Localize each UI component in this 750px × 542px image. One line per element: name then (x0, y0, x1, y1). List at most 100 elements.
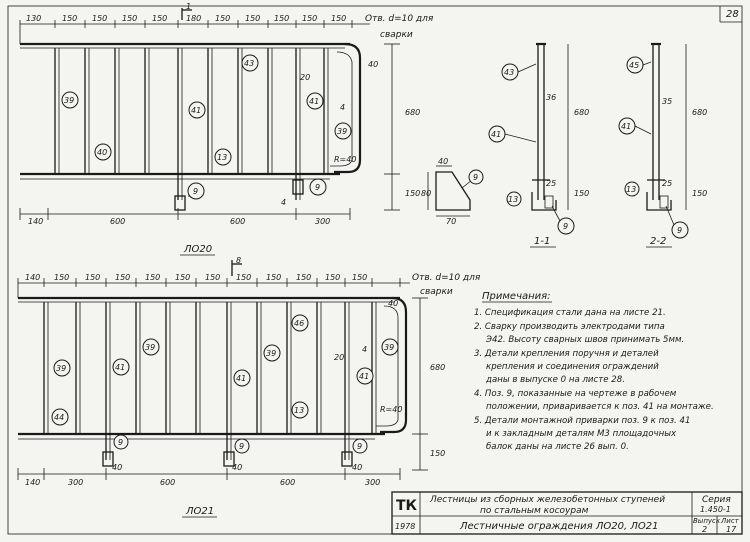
svg-text:46: 46 (294, 319, 304, 328)
title-block-org: ТК (396, 498, 418, 514)
note-line-0: 1. Спецификация стали дана на листе 21. (474, 308, 666, 318)
svg-text:39: 39 (266, 349, 276, 358)
svg-text:9: 9 (563, 222, 568, 231)
svg-text:41: 41 (491, 130, 501, 139)
svg-text:41: 41 (621, 122, 631, 131)
lo20-hole-note2: сварки (380, 30, 413, 40)
title-block-project-2: по стальным косоурам (480, 506, 589, 516)
note-line-6: 4. Поз. 9, показанные на чертеже в рабоч… (474, 389, 677, 399)
lo20-dim-9: 150 (302, 14, 317, 23)
lo21-mark-39c: 39 (263, 344, 281, 362)
s22-dim-35: 35 (662, 97, 672, 106)
s22-dim-680: 680 (692, 108, 707, 117)
svg-text:9: 9 (193, 187, 198, 196)
lo20-mark-40: 40 (94, 143, 112, 161)
lo21-plate-9b (223, 451, 235, 467)
lo20-mark-13: 13 (214, 148, 232, 166)
lo21-balusters (43, 302, 377, 460)
lo20-mark-9b: 9 (309, 178, 327, 196)
lo21-height-680: 680 (430, 363, 445, 372)
s11-mark-41: 41 (488, 125, 506, 143)
notes-heading: Примечания: (482, 291, 551, 302)
lo21-plate-9a (102, 451, 114, 467)
note-line-3: 3. Детали крепления поручня и деталей (474, 349, 659, 359)
lo21-plate-9c (341, 451, 353, 467)
s11-mark-43: 43 (501, 63, 519, 81)
detail-9-plate (435, 171, 471, 211)
lo20-mark-41b: 41 (306, 92, 324, 110)
title-block-project-1: Лестницы из сборных железобетонных ступе… (429, 495, 665, 505)
lo21-mark-9c: 9 (352, 438, 368, 454)
svg-text:45: 45 (629, 61, 639, 70)
svg-text:43: 43 (244, 59, 254, 68)
svg-text:13: 13 (294, 406, 304, 415)
detail-9-mark: 9 (468, 169, 484, 185)
railing-lo21: 140 150 150 150 150 150 150 150 150 150 … (17, 256, 481, 518)
lo21-bottom-dim-4: 300 (365, 478, 380, 487)
lo21-height-150: 150 (430, 449, 445, 458)
note-line-10: балок даны на листе 26 вып. 0. (486, 442, 629, 452)
lo21-mark-39b: 39 (142, 338, 160, 356)
svg-text:39: 39 (56, 364, 66, 373)
lo20-dim-3: 150 (122, 14, 137, 23)
note-line-7: положении, приваривается к поз. 41 на мо… (486, 402, 714, 412)
lo20-dim-1: 150 (62, 14, 77, 23)
lo20-dim-2: 150 (92, 14, 107, 23)
svg-text:9: 9 (118, 438, 123, 447)
svg-text:13: 13 (626, 185, 636, 194)
detail-9-dim-70: 70 (446, 217, 456, 226)
lo21-dim-2: 150 (85, 273, 100, 282)
lo20-dim-7: 150 (245, 14, 260, 23)
s11-dim-25: 25 (546, 179, 556, 188)
detail-9-dim-80: 80 (421, 189, 431, 198)
svg-text:9: 9 (473, 173, 478, 182)
svg-text:9: 9 (315, 183, 320, 192)
title-block-issue-value: 2 (702, 525, 707, 534)
lo20-small-dim-4b: 4 (281, 198, 286, 207)
lo21-small-dim-40c: 40 (352, 463, 362, 472)
lo21-dim-6: 150 (205, 273, 220, 282)
sheet-frame (7, 5, 743, 535)
lo21-top-ticks (17, 278, 401, 298)
svg-text:44: 44 (54, 413, 64, 422)
lo21-bottom-dim-3: 600 (280, 478, 295, 487)
lo20-balusters (54, 48, 329, 200)
lo21-small-dim-40: 40 (388, 299, 398, 308)
lo20-plate-9b (292, 179, 304, 195)
lo20-hole-note: Отв. d=10 для (365, 14, 434, 24)
sheet-number: 28 (726, 9, 739, 20)
lo21-section-8-label: 8 (236, 256, 241, 265)
svg-text:39: 39 (145, 343, 155, 352)
lo20-mark-41: 41 (188, 101, 206, 119)
lo20-bottom-dim-2: 600 (230, 217, 245, 226)
lo20-bottom-dim-0: 140 (28, 217, 43, 226)
s11-mark-13: 13 (506, 191, 522, 207)
s22-title: 2-2 (650, 236, 666, 247)
lo21-dim-7: 150 (236, 273, 251, 282)
svg-text:13: 13 (217, 153, 227, 162)
lo21-small-dim-40a: 40 (112, 463, 122, 472)
detail-9-dim-40: 40 (438, 157, 448, 166)
railing-lo20: 130 150 150 150 150 180 150 150 150 150 … (19, 2, 434, 256)
s22-dim-25: 25 (662, 179, 672, 188)
s11-dim-36: 36 (546, 93, 556, 102)
lo20-dim-8: 150 (274, 14, 289, 23)
lo20-mark-39: 39 (61, 91, 79, 109)
s11-dim-680: 680 (574, 108, 589, 117)
lo20-mark-39b: 39 (334, 122, 352, 140)
svg-text:41: 41 (191, 106, 201, 115)
title-block-frame (391, 491, 743, 535)
lo20-height-680: 680 (405, 108, 420, 117)
lo21-bottom-dim-0: 140 (25, 478, 40, 487)
lo20-end-loop-inner (330, 51, 353, 167)
lo20-small-dim-20: 20 (300, 73, 310, 82)
note-line-8: 5. Детали монтажной приварки поз. 9 к по… (474, 416, 690, 426)
lo21-end-loop (380, 296, 408, 434)
lo21-mark-46: 46 (291, 314, 309, 332)
section-2-2: 680 150 35 25 45 41 13 9 2-2 (618, 42, 707, 248)
s11-dim-150: 150 (574, 189, 589, 198)
lo21-mark-41: 41 (112, 358, 130, 376)
lo20-mark-9a: 9 (187, 182, 205, 200)
lo21-dim-4: 150 (145, 273, 160, 282)
